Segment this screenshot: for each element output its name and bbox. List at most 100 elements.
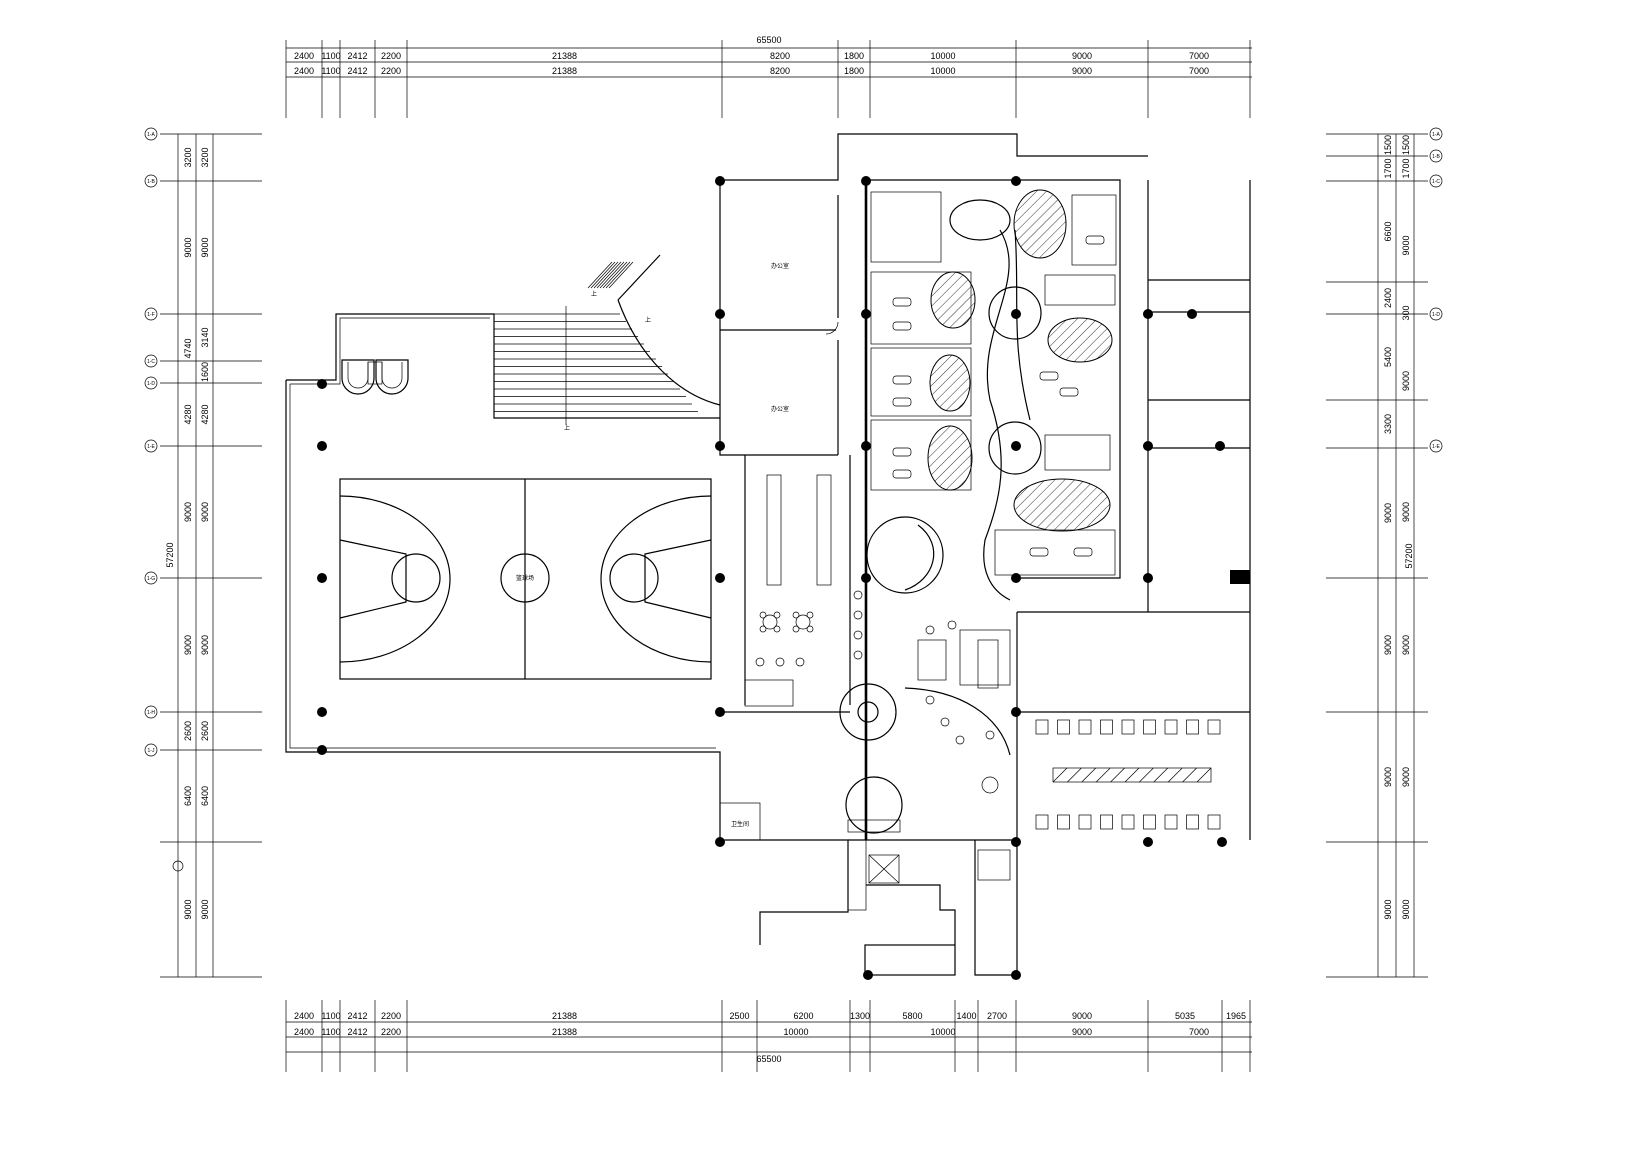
dimension-value: 10000 <box>930 51 955 61</box>
axis-bubble: 1-E <box>1432 444 1440 450</box>
bottom-total-dimension: 65500 <box>756 1054 781 1064</box>
dimension-value: 9000 <box>1072 1011 1092 1021</box>
dimension-value: 6200 <box>793 1011 813 1021</box>
dimension-value: 2400 <box>294 51 314 61</box>
dimension-value: 9000 <box>1401 767 1411 787</box>
dimension-value: 3200 <box>200 147 210 167</box>
dimension-value: 10000 <box>930 66 955 76</box>
right-dimension-strip: 1500170066002400540033009000900090009000… <box>1326 127 1443 978</box>
court-center-label: 篮球场 <box>516 574 534 582</box>
dimension-value: 9000 <box>200 502 210 522</box>
dimension-value: 1100 <box>321 1011 340 1021</box>
classroom-chairs-top <box>1035 719 1221 735</box>
dimension-value: 9000 <box>1072 1027 1092 1037</box>
dimension-value: 7000 <box>1189 66 1209 76</box>
dimension-value: 9000 <box>1401 635 1411 655</box>
dimension-value: 2600 <box>200 721 210 741</box>
dimension-value: 2412 <box>347 51 367 61</box>
right-total-dimension: 57200 <box>1404 543 1414 568</box>
dimension-value: 2200 <box>381 1027 401 1037</box>
dimension-value: 6400 <box>183 786 193 806</box>
dimension-value: 7000 <box>1189 1027 1209 1037</box>
dimension-value: 9000 <box>183 502 193 522</box>
dimension-value: 7000 <box>1189 51 1209 61</box>
dimension-value: 4280 <box>183 404 193 424</box>
dimension-value: 9000 <box>183 635 193 655</box>
dimension-value: 1500 <box>1383 135 1393 155</box>
dimension-value: 1800 <box>844 66 864 76</box>
dimension-value: 2400 <box>294 1027 314 1037</box>
dimension-value: 2412 <box>347 1011 367 1021</box>
axis-bubble: 1-B <box>147 179 155 185</box>
axis-bubble: 1-E <box>147 444 155 450</box>
classroom-chairs-bottom <box>1035 814 1221 830</box>
dimension-value: 1100 <box>321 66 340 76</box>
central-lobby <box>755 516 999 834</box>
dimension-value: 2600 <box>183 721 193 741</box>
dimension-value: 9000 <box>1072 66 1092 76</box>
stair-pods <box>341 359 409 395</box>
top-total-dimension: 65500 <box>756 35 781 45</box>
dimension-value: 1400 <box>956 1011 976 1021</box>
dimension-value: 9000 <box>1401 235 1411 255</box>
dimension-value: 9000 <box>1401 899 1411 919</box>
dimension-value: 1700 <box>1383 158 1393 178</box>
dimension-value: 2400 <box>1383 288 1393 308</box>
dimension-value: 21388 <box>552 1011 577 1021</box>
stair-top-label: 上 <box>591 290 597 298</box>
dimension-value: 9000 <box>1383 767 1393 787</box>
dimension-value: 21388 <box>552 66 577 76</box>
central-building <box>719 133 1148 976</box>
dimension-value: 21388 <box>552 51 577 61</box>
dimension-value: 9000 <box>1383 503 1393 523</box>
dimension-value: 1700 <box>1401 158 1411 178</box>
tea-tables <box>755 611 814 667</box>
dimension-value: 1100 <box>321 1027 340 1037</box>
dimension-value: 2400 <box>294 66 314 76</box>
small-desks <box>892 235 1105 557</box>
basketball-court: 篮球场 <box>339 478 712 680</box>
office-b-label: 办公室 <box>771 405 789 413</box>
classroom-cluster <box>870 189 1117 601</box>
axis-bubble: 1-G <box>147 576 155 582</box>
east-wing <box>1016 180 1251 840</box>
dimension-value: 300 <box>1401 305 1411 320</box>
dimension-value: 9000 <box>200 237 210 257</box>
dimension-value: 2412 <box>347 1027 367 1037</box>
dimension-value: 9000 <box>1072 51 1092 61</box>
dimension-value: 1500 <box>1401 135 1411 155</box>
axis-bubble: 1-C <box>147 359 155 365</box>
dimension-value: 9000 <box>1401 371 1411 391</box>
room-labels: 卫生间 办公室 办公室 <box>731 262 789 828</box>
dimension-value: 2400 <box>294 1011 314 1021</box>
dimension-value: 10000 <box>930 1027 955 1037</box>
dimension-value: 9000 <box>1383 635 1393 655</box>
dimension-value: 9000 <box>1383 899 1393 919</box>
court-terrace <box>285 313 721 840</box>
dimension-value: 9000 <box>183 899 193 919</box>
axis-bubble: 1-A <box>147 132 155 138</box>
axis-bubble: 1-F <box>147 312 155 318</box>
dimension-value: 5800 <box>902 1011 922 1021</box>
dimension-value: 6400 <box>200 786 210 806</box>
axis-bubble: 1-J <box>148 748 155 754</box>
dimension-value: 2200 <box>381 1011 401 1021</box>
dimension-value: 2700 <box>987 1011 1007 1021</box>
dimension-value: 3140 <box>200 327 210 347</box>
office-a-label: 办公室 <box>771 262 789 270</box>
dimension-value: 8200 <box>770 51 790 61</box>
dimension-value: 2200 <box>381 66 401 76</box>
left-total-dimension: 57200 <box>165 542 175 567</box>
dimension-value: 8200 <box>770 66 790 76</box>
lobby-stools <box>853 590 995 745</box>
